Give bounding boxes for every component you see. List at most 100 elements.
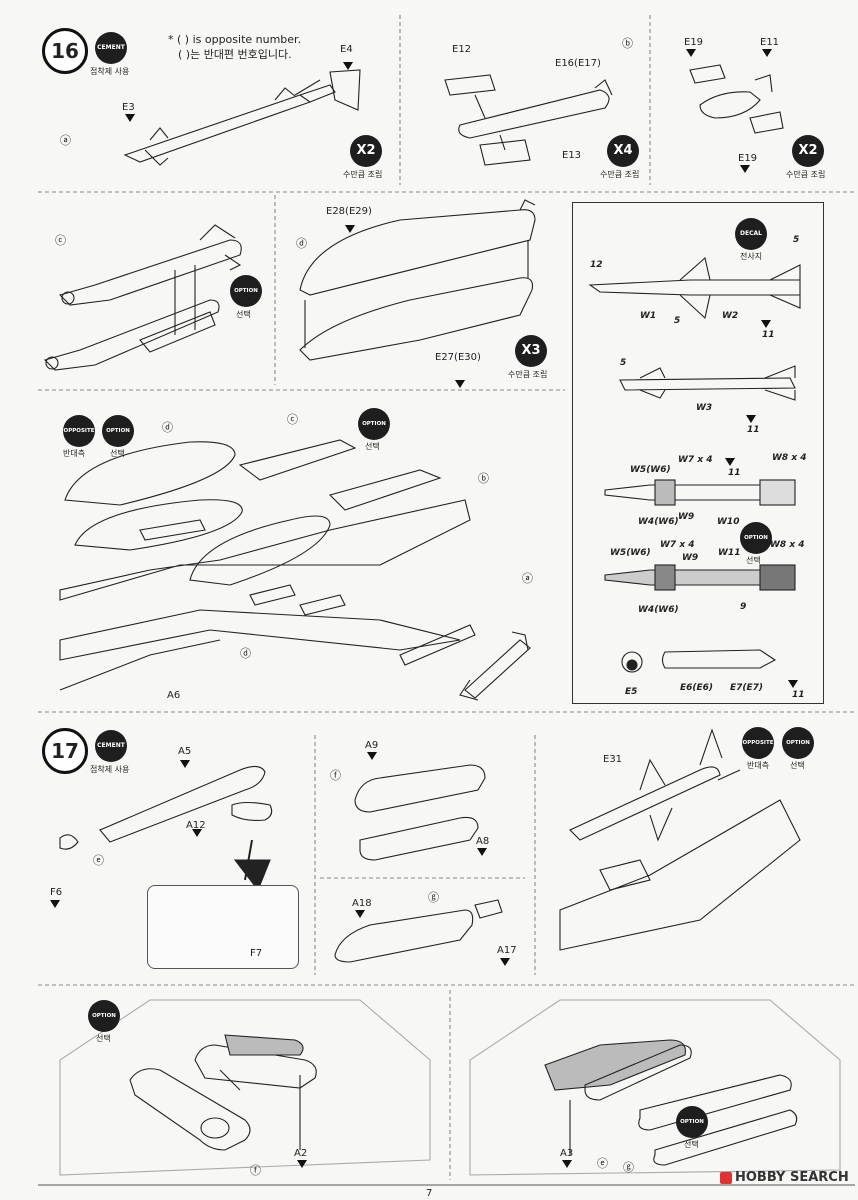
decal-number-11-d: 11: [792, 690, 805, 700]
opposite-caption-17: 반대측: [747, 761, 770, 770]
cement-icon: CEMENT: [95, 32, 127, 64]
option-caption-bottom-right: 선택: [684, 1140, 699, 1149]
aircraft-wing-drawing: [59, 439, 531, 701]
option-icon-17: OPTION: [782, 727, 814, 759]
part-label-e27: E27(E30): [435, 352, 481, 363]
decal-w7-b: W7 x 4: [660, 540, 695, 550]
callout-f: ⓕ: [330, 769, 341, 782]
bottom-left-scene-drawing: [59, 999, 431, 1176]
part-label-a5: A5: [178, 746, 192, 757]
decal-number-5-c: 5: [620, 358, 627, 368]
x4-caption: 수만큼 조립: [600, 170, 640, 179]
decal-w10: W10: [717, 517, 740, 527]
opposite-icon-17: OPPOSITE: [742, 727, 774, 759]
x2-caption: 수만큼 조립: [343, 170, 383, 179]
cement-caption: 접착제 사용: [90, 67, 130, 76]
part-label-a2: A2: [294, 1148, 308, 1159]
decal-e6: E6(E6): [680, 683, 714, 693]
part-label-a3: A3: [560, 1148, 574, 1159]
option-icon-bottom-right: OPTION: [676, 1106, 708, 1138]
x4-badge: X4: [607, 135, 639, 167]
option-caption-bottom-left: 선택: [96, 1034, 111, 1043]
part-label-e16: E16(E17): [555, 58, 601, 69]
decal-e5: E5: [625, 687, 638, 697]
callout-c-scene: ⓒ: [287, 413, 298, 426]
part-label-e11: E11: [760, 37, 780, 48]
part-label-f6: F6: [50, 887, 63, 898]
part-label-e3: E3: [122, 102, 135, 113]
detail-inset: [147, 885, 299, 969]
decal-w5-a: W5(W6): [630, 465, 671, 475]
part-label-a12: A12: [186, 820, 206, 831]
decal-number-5-b: 5: [674, 316, 681, 326]
x3-caption: 수만큼 조립: [508, 370, 548, 379]
bottom-right-scene-drawing: [469, 999, 841, 1176]
part-label-e31: E31: [603, 754, 623, 765]
option-icon-decal: OPTION: [740, 522, 772, 554]
part-label-f7: F7: [250, 948, 263, 959]
option-caption-c: 선택: [236, 310, 251, 319]
option-caption-decal: 선택: [746, 556, 761, 565]
step17-parts-drawing: [59, 728, 801, 963]
decal-w4-b: W4(W6): [638, 605, 679, 615]
decal-number-11-a: 11: [762, 330, 775, 340]
decal-w1: W1: [640, 311, 657, 321]
callout-g-bottom: ⓖ: [623, 1161, 634, 1174]
decal-w2: W2: [722, 311, 739, 321]
bombs-c-drawing: [43, 224, 242, 371]
x2-caption-right: 수만큼 조립: [786, 170, 826, 179]
part-label-a6: A6: [167, 690, 181, 701]
step-17-number: 17: [42, 728, 88, 774]
decal-number-11-c: 11: [728, 468, 741, 478]
part-label-a9: A9: [365, 740, 379, 751]
part-label-e13: E13: [562, 150, 582, 161]
opposite-icon: OPPOSITE: [63, 415, 95, 447]
callout-c: ⓒ: [55, 234, 66, 247]
part-label-a18: A18: [352, 898, 372, 909]
option-icon-c: OPTION: [230, 275, 262, 307]
option-caption-left: 선택: [110, 449, 125, 458]
decal-w8-b: W8 x 4: [770, 540, 805, 550]
callout-d-bottom: ⓓ: [240, 647, 251, 660]
decal-w9-b: W9: [682, 553, 699, 563]
page-number: 7: [426, 1188, 433, 1199]
note-opposite-en: * ( ) is opposite number.: [168, 33, 302, 46]
cement-icon-17: CEMENT: [95, 730, 127, 762]
option-icon-left: OPTION: [102, 415, 134, 447]
step-16-number: 16: [42, 28, 88, 74]
part-label-e28: E28(E29): [326, 206, 372, 217]
decal-number-11-b: 11: [747, 425, 760, 435]
option-icon-bottom-left: OPTION: [88, 1000, 120, 1032]
decal-number-5-a: 5: [793, 235, 800, 245]
decal-e7: E7(E7): [730, 683, 764, 693]
decal-w11: W11: [718, 548, 741, 558]
cement-caption-17: 접착제 사용: [90, 765, 130, 774]
opposite-caption: 반대측: [63, 449, 86, 458]
part-label-e4: E4: [340, 44, 353, 55]
decal-box: [572, 202, 824, 704]
option-caption-scene: 선택: [365, 442, 380, 451]
tank-d-drawing: [299, 199, 536, 361]
pod-e16-drawing: [444, 74, 613, 166]
option-caption-17: 선택: [790, 761, 805, 770]
x3-badge: X3: [515, 335, 547, 367]
part-label-a17: A17: [497, 945, 517, 956]
decal-number-12: 12: [590, 260, 603, 270]
callout-f-bottom: ⓕ: [250, 1164, 261, 1177]
callout-a: ⓐ: [60, 134, 71, 147]
hobby-search-logo-icon: [720, 1171, 732, 1184]
callout-d-top: ⓓ: [296, 237, 307, 250]
decal-number-9: 9: [740, 602, 747, 612]
missile-e3-e4-drawing: [123, 69, 361, 166]
decal-w5-b: W5(W6): [610, 548, 651, 558]
pod-e19-e11-drawing: [689, 64, 784, 134]
decal-w9-a: W9: [678, 512, 695, 522]
callout-d-scene: ⓓ: [162, 421, 173, 434]
callout-e-bottom: ⓔ: [597, 1157, 608, 1170]
decal-w8-a: W8 x 4: [772, 453, 807, 463]
part-label-e19-top: E19: [684, 37, 704, 48]
x2-badge: X2: [350, 135, 382, 167]
decal-missiles-drawing: [588, 256, 801, 673]
part-label-a8: A8: [476, 836, 490, 847]
